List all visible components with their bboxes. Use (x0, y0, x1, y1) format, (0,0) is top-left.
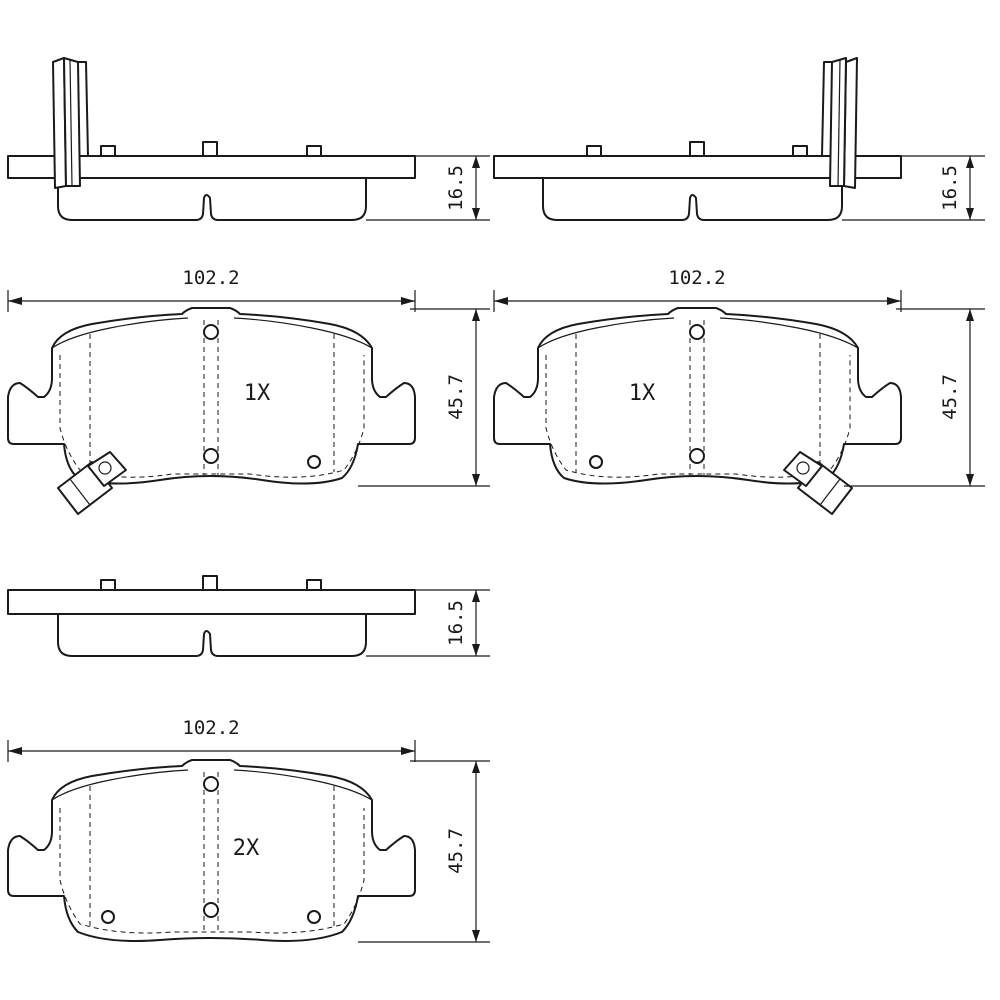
wear-sensor-clip (821, 57, 858, 189)
quantity-label-top-right: 1X (629, 381, 656, 406)
side-view-top-right: 16.5 (493, 57, 985, 221)
side-view-bottom: 16.5 (7, 575, 490, 657)
front-view-bottom: 102.2 2X 45.7 (7, 717, 490, 943)
front-view-top-left: 102.2 1X 45.7 (7, 267, 490, 515)
width-label-top-right: 102.2 (668, 267, 725, 289)
width-label-top-left: 102.2 (182, 267, 239, 289)
height-label-bottom: 45.7 (445, 828, 467, 874)
height-label-top-left: 45.7 (445, 374, 467, 420)
height-label-top-right: 45.7 (939, 374, 961, 420)
front-view-top-right: 102.2 1X 45.7 (493, 267, 985, 515)
thickness-label-top-left: 16.5 (445, 165, 467, 211)
side-view-top-left: 16.5 (7, 57, 490, 221)
quantity-label-top-left: 1X (244, 381, 271, 406)
quantity-label-bottom: 2X (233, 836, 260, 861)
wear-sensor (57, 451, 127, 515)
thickness-label-bottom: 16.5 (445, 600, 467, 646)
wear-sensor-clip (52, 57, 89, 189)
wear-sensor (783, 451, 853, 515)
width-label-bottom: 102.2 (182, 717, 239, 739)
thickness-label-top-right: 16.5 (939, 165, 961, 211)
